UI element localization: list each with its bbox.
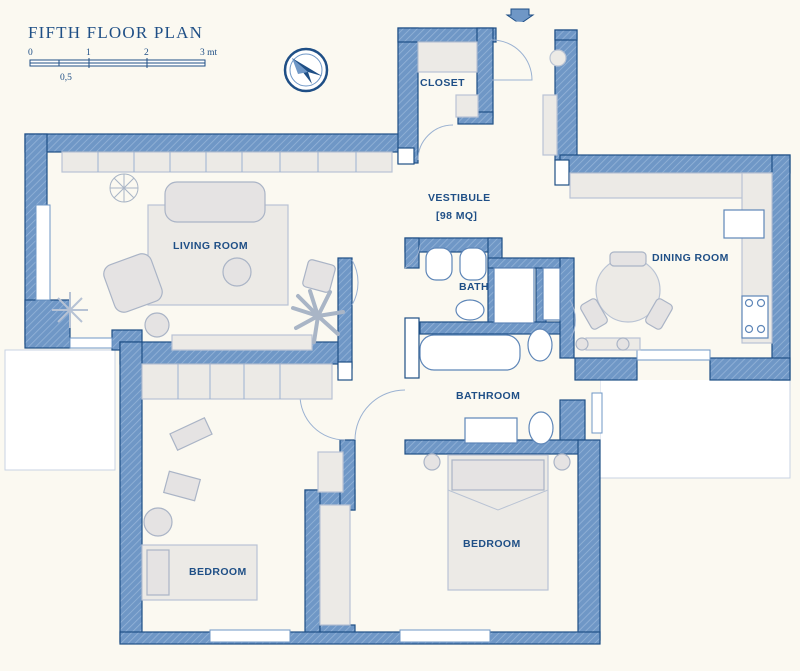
scale-tick-half: 0,5	[60, 73, 72, 83]
scale-tick-3: 3 mt	[200, 48, 218, 58]
room-label-vestibule: VESTIBULE	[428, 192, 491, 204]
room-label-living-room: LIVING ROOM	[173, 240, 248, 252]
door-swings	[299, 39, 576, 441]
terrace-left	[4, 349, 116, 471]
scale-tick-2: 2	[144, 48, 149, 58]
room-label-bath: BATH	[459, 281, 489, 293]
room-label-closet: CLOSET	[420, 77, 465, 89]
terrace-right	[599, 377, 791, 479]
scale-tick-0: 0	[28, 48, 33, 58]
room-label-bedroom-left: BEDROOM	[189, 566, 247, 578]
scale-bar: 0 1 2 3 mt 0,5	[28, 48, 218, 83]
plan-title: FIFTH FLOOR PLAN	[28, 23, 203, 42]
furniture	[52, 41, 773, 626]
room-label-bathroom: BATHROOM	[456, 390, 520, 402]
scale-tick-1: 1	[86, 48, 91, 58]
room-label-bedroom-right: BEDROOM	[463, 538, 521, 550]
compass-icon	[283, 47, 329, 93]
entrance-arrow-icon	[505, 8, 535, 25]
room-label-vestibule-area: [98 MQ]	[436, 210, 477, 222]
room-label-dining-room: DINING ROOM	[652, 252, 729, 264]
